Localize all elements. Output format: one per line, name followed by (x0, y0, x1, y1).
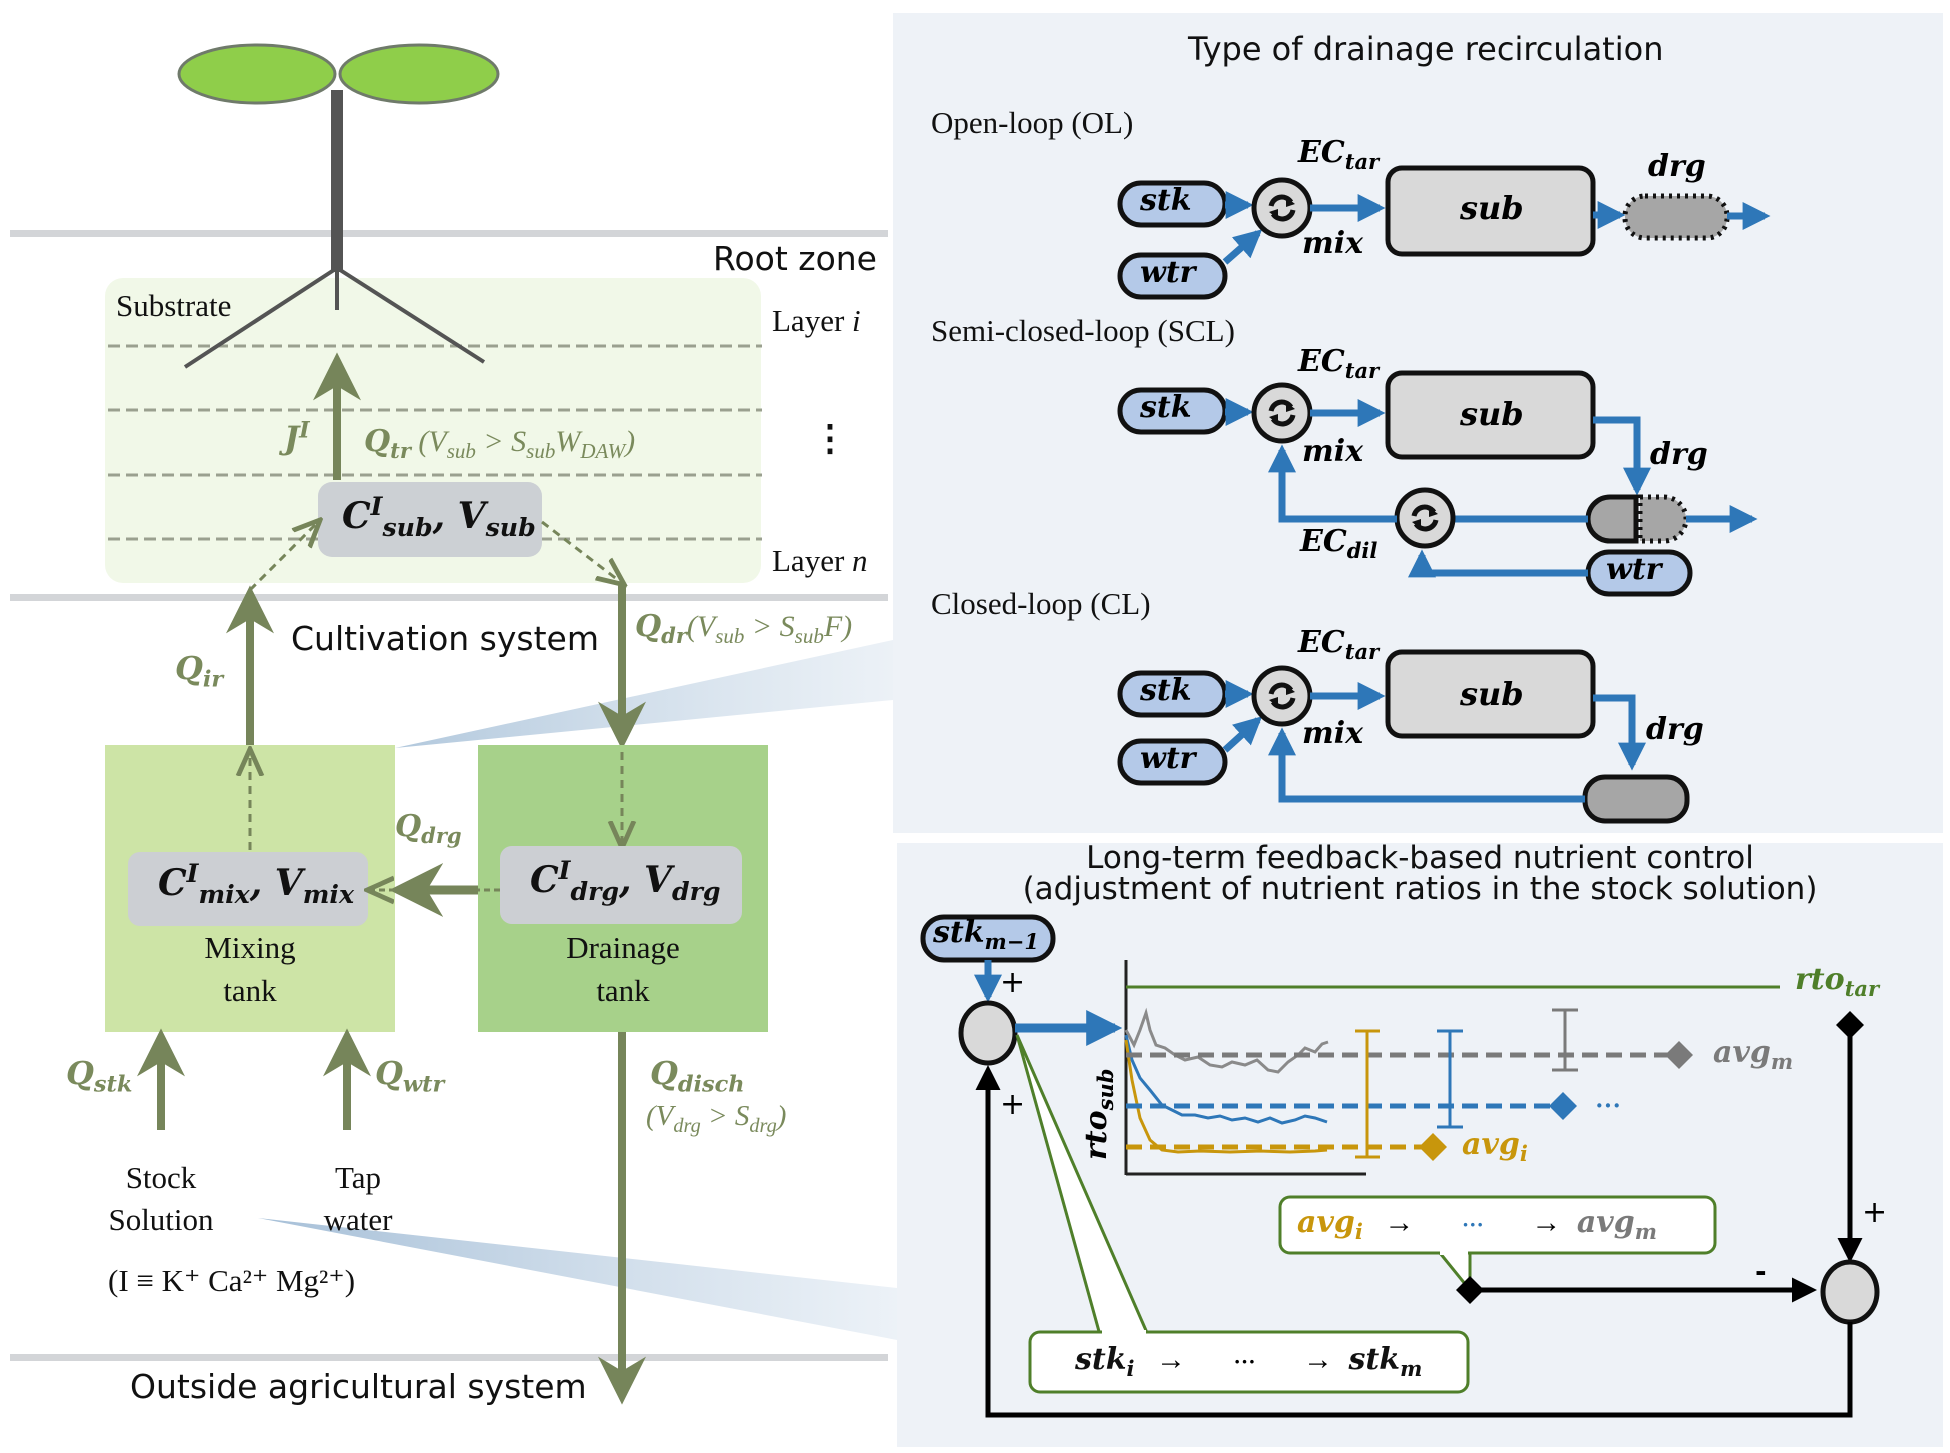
ol-ec-target: ECtar (1298, 135, 1380, 174)
avg-m-marker (1665, 1041, 1693, 1069)
ol-sub: sub (1460, 189, 1524, 227)
recirculation-title: Type of drainage recirculation (1188, 30, 1664, 68)
stock-solution-label-1: Stock (125, 1160, 197, 1195)
ol-stk: stk (1140, 183, 1192, 218)
mix-state-label: CImix, Vmix (158, 858, 354, 910)
callout-beam-recirculation (395, 640, 893, 748)
stock-solution-label-2: Solution (108, 1202, 214, 1237)
tap-water-label-2: water (323, 1202, 393, 1237)
plus-sign-top: + (1000, 965, 1026, 1000)
water-flow-label: Qwtr (375, 1054, 445, 1098)
cultivation-system-label: Cultivation system (291, 619, 599, 658)
avg-i-marker (1419, 1133, 1447, 1161)
plant-icon (177, 43, 500, 369)
drainage-label: Qdr(Vsub > SsubF) (635, 609, 853, 648)
layer-n-label: Layer n (772, 543, 868, 578)
cl-drg: drg (1646, 712, 1704, 747)
y-axis-label: rtosub (1079, 1068, 1118, 1160)
ions-label: (I ≡ K⁺ Ca²⁺ Mg²⁺) (108, 1263, 356, 1298)
ol-mix: mix (1302, 226, 1364, 261)
avg-mid-ellipsis: ··· (1595, 1091, 1622, 1120)
mixing-tank-label-2: tank (223, 973, 277, 1008)
substrate-state-box (318, 482, 542, 557)
feedback-title-1: Long-term feedback-based nutrient contro… (1086, 840, 1754, 876)
mix-state-box (128, 852, 368, 926)
scl-wtr: wtr (1606, 552, 1662, 587)
scl-drg: drg (1650, 437, 1708, 472)
mixing-tank-label-1: Mixing (204, 930, 296, 965)
feedback-diagram (920, 914, 1880, 1418)
layer-i-label: Layer i (772, 303, 861, 338)
transpiration-label: Qtr (Vsub > SsubWDAW) (364, 424, 636, 463)
cl-mix: mix (1302, 716, 1364, 751)
plus-sign-right: + (1862, 1195, 1888, 1230)
target-ratio-label: rtotar (1795, 962, 1880, 1001)
discharge-condition: (Vdrg > Sdrg) (646, 1100, 787, 1137)
semi-closed-loop-title: Semi-closed-loop (SCL) (931, 313, 1235, 348)
stk-prev-label: stkm−1 (933, 915, 1039, 954)
root-zone-separator (10, 230, 888, 237)
ol-wtr: wtr (1140, 255, 1196, 290)
discharge-label: Qdisch (650, 1054, 745, 1098)
feedback-title-2: (adjustment of nutrient ratios in the st… (1022, 871, 1818, 907)
scl-mix: mix (1302, 434, 1364, 469)
cl-wtr: wtr (1140, 741, 1196, 776)
uptake-label: JI (284, 417, 310, 457)
root-zone-label: Root zone (713, 239, 877, 278)
closed-loop-title: Closed-loop (CL) (931, 586, 1151, 621)
stock-flow-label: Qstk (66, 1054, 133, 1098)
drainage-tank-label-1: Drainage (566, 930, 680, 965)
minus-sign: - (1755, 1255, 1767, 1288)
plus-sign-bottom: + (1000, 1087, 1026, 1122)
outside-separator (10, 1354, 888, 1361)
cl-stk: stk (1140, 673, 1192, 708)
layer-ellipsis: ⋮ (812, 418, 848, 458)
drg-state-label: CIdrg, Vdrg (530, 855, 721, 907)
scl-ec-target: ECtar (1298, 344, 1380, 383)
drg-state-box (500, 846, 742, 924)
closed-loop-diagram (1117, 649, 1690, 824)
cl-sub: sub (1460, 675, 1524, 713)
avg-m-label: avgm (1713, 1035, 1794, 1074)
irrigation-label: Qir (175, 649, 224, 693)
avg-i-label: avgi (1462, 1127, 1528, 1166)
open-loop-title: Open-loop (OL) (931, 105, 1134, 140)
substrate-state-label: CIsub, Vsub (342, 491, 536, 543)
open-loop-diagram (1117, 165, 1771, 300)
ol-drg: drg (1648, 149, 1706, 184)
stk-sequence: stki → ··· → stkm (1075, 1342, 1423, 1381)
tap-water-label-1: Tap (334, 1160, 382, 1195)
substrate-area (105, 278, 761, 583)
callout-beam-feedback (258, 1218, 897, 1340)
avg-mid-marker (1549, 1092, 1577, 1120)
scl-ec-dilution: ECdil (1300, 524, 1378, 563)
scl-stk: stk (1140, 390, 1192, 425)
drg-return-label: Qdrg (395, 809, 462, 848)
substrate-label: Substrate (116, 288, 232, 323)
scl-sub: sub (1460, 395, 1524, 433)
cultivation-separator (10, 594, 888, 601)
outside-system-label: Outside agricultural system (130, 1367, 587, 1406)
layer-dividers (108, 344, 762, 541)
avg-sequence: avgi → ··· → avgm (1297, 1205, 1657, 1244)
cl-ec-target: ECtar (1298, 625, 1380, 664)
drainage-tank-label-2: tank (596, 973, 650, 1008)
semi-closed-loop-diagram (1117, 370, 1758, 597)
